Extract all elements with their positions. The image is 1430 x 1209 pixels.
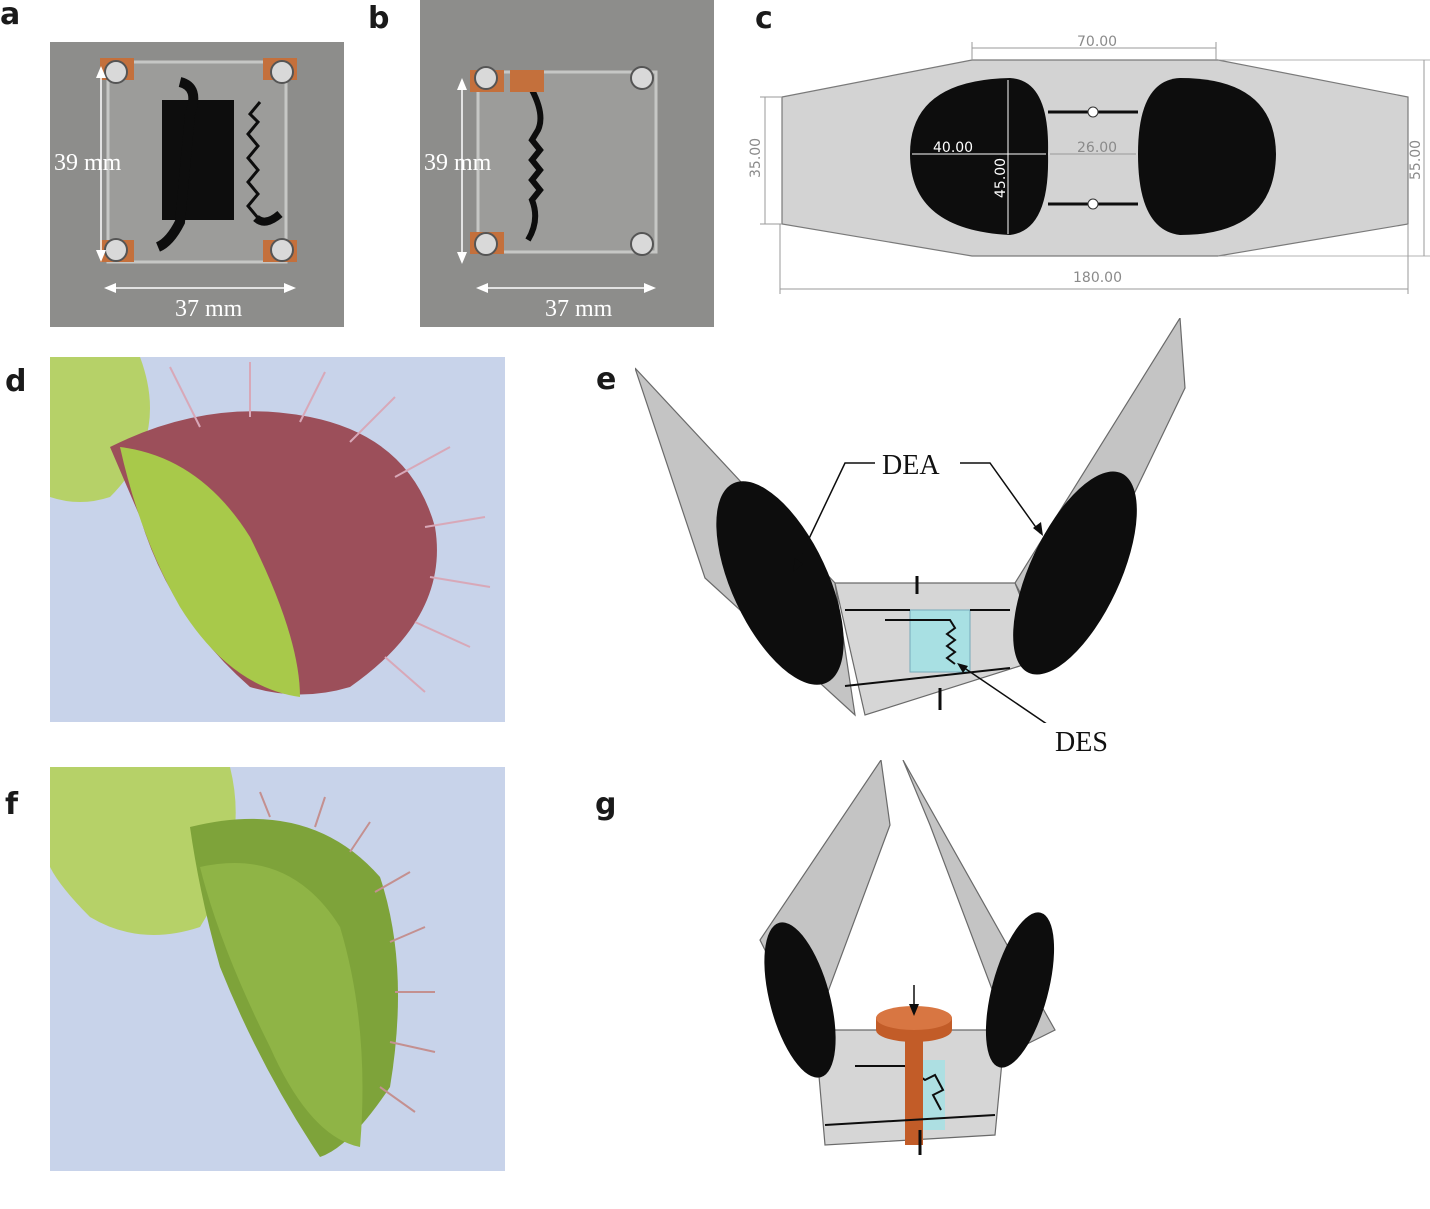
panel-label-c: c (755, 1, 773, 36)
panel-c-cad-drawing (740, 30, 1430, 300)
panel-f-photo (50, 767, 505, 1171)
panel-g-cad-closed (755, 760, 1065, 1160)
panel-a-photo (50, 42, 344, 327)
panel-label-b: b (368, 1, 390, 36)
panel-label-a: a (0, 0, 21, 32)
panel-label-d: d (5, 364, 27, 399)
panel-e-dea-label: DEA (882, 450, 940, 481)
panel-label-g: g (595, 787, 617, 822)
panel-c-dim-total: 180.00 (1073, 270, 1122, 286)
panel-d-photo (50, 357, 505, 722)
panel-e-cad-open (635, 318, 1195, 723)
panel-b-width-label: 37 mm (545, 296, 613, 322)
panel-c-dim-left-width: 40.00 (933, 140, 974, 156)
panel-c-dim-height: 45.00 (993, 157, 1009, 198)
panel-e-des-label: DES (1055, 727, 1108, 758)
panel-c-dim-right-side: 55.00 (1408, 139, 1424, 180)
panel-c-dim-top: 70.00 (1077, 34, 1118, 50)
panel-label-e: e (596, 362, 617, 397)
panel-c-dim-gap: 26.00 (1077, 140, 1118, 156)
panel-c-dim-left-side: 35.00 (748, 137, 764, 178)
panel-b-photo (420, 0, 714, 327)
panel-b-height-label: 39 mm (424, 150, 492, 176)
panel-a-width-label: 37 mm (175, 296, 243, 322)
panel-label-f: f (5, 787, 19, 822)
panel-a-height-label: 39 mm (54, 150, 122, 176)
